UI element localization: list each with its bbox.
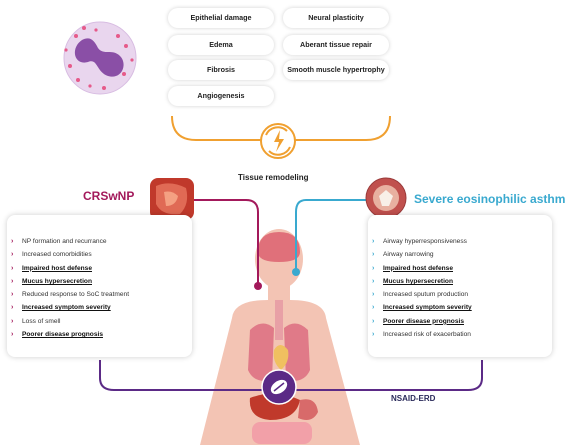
bullet-icon: › [372,291,375,299]
asthma-item: ›Increased risk of exacerbation [368,328,552,341]
bullet-icon: › [372,331,375,339]
airway-cross-section-icon [365,177,407,219]
bullet-icon: › [11,264,14,272]
asthma-item-emphasis: ›Impaired host defense [368,262,552,275]
bullet-icon: › [372,317,375,325]
nsaid-pill-icon [261,369,297,405]
tissue-remodeling-label: Tissue remodeling [238,173,309,182]
crswnp-panel: ›NP formation and recurrance ›Increased … [7,215,192,357]
asthma-item-emphasis: ›Poorer disease prognosis [368,315,552,328]
bullet-icon: › [372,304,375,312]
bullet-icon: › [372,238,375,245]
bullet-icon: › [372,251,375,259]
crswnp-item-emphasis: ›Increased symptom severity [7,301,192,314]
crswnp-item: ›NP formation and recurrance [7,235,192,248]
asthma-item: ›Airway hyperresponsiveness [368,235,552,248]
eosinophil-cell-icon [63,21,137,95]
factor-pill-aberant-tissue-repair: Aberant tissue repair [283,35,389,55]
asthma-item-emphasis: ›Increased symptom severity [368,301,552,314]
factor-pill-epithelial-damage: Epithelial damage [168,8,274,28]
human-body-illustration [200,229,360,445]
nasal-polyp-icon [150,178,194,220]
bullet-icon: › [11,304,14,312]
asthma-feature-list: ›Airway hyperresponsiveness ›Airway narr… [368,235,552,341]
crswnp-connector [190,199,259,286]
factor-pill-angiogenesis: Angiogenesis [168,86,274,106]
crswnp-item-emphasis: ›Mucus hypersecretion [7,275,192,288]
tissue-remodeling-icon [260,123,296,159]
crswnp-item-emphasis: ›Poorer disease prognosis [7,328,192,341]
bullet-icon: › [11,238,14,245]
crswnp-item-emphasis: ›Impaired host defense [7,262,192,275]
asthma-item: ›Increased sputum production [368,288,552,301]
crswnp-item: ›Reduced response to SoC treatment [7,288,192,301]
asthma-item: ›Airway narrowing [368,248,552,261]
crswnp-feature-list: ›NP formation and recurrance ›Increased … [7,235,192,341]
bullet-icon: › [372,264,375,272]
bullet-icon: › [11,331,14,339]
crswnp-item: ›Loss of smell [7,315,192,328]
factor-pill-neural-plasticity: Neural plasticity [283,8,389,28]
bullet-icon: › [11,317,14,325]
asthma-title: Severe eosinophilic asthma [414,192,565,206]
crswnp-item: ›Increased comorbidities [7,248,192,261]
asthma-item-emphasis: ›Mucus hypersecretion [368,275,552,288]
factor-pill-edema: Edema [168,35,274,55]
bullet-icon: › [372,277,375,285]
factor-pill-smooth-muscle-hypertrophy: Smooth muscle hypertrophy [283,60,389,80]
crswnp-title: CRSwNP [83,189,135,203]
asthma-panel: ›Airway hyperresponsiveness ›Airway narr… [368,215,552,357]
asthma-connector [295,199,368,272]
nsaid-erd-connector [99,360,262,391]
bullet-icon: › [11,291,14,299]
bullet-icon: › [11,251,14,259]
nsaid-erd-label: NSAID-ERD [391,394,436,403]
factor-pill-fibrosis: Fibrosis [168,60,274,80]
bullet-icon: › [11,277,14,285]
